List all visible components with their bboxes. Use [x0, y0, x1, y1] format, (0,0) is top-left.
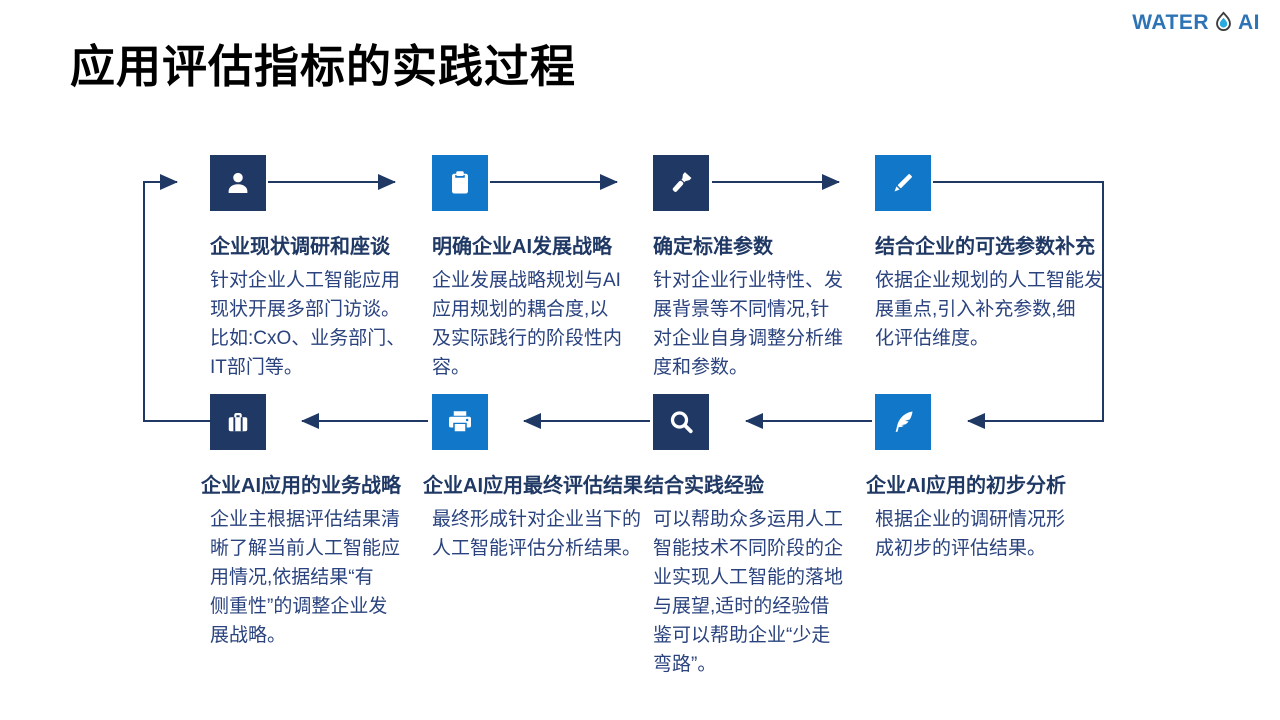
step-desc: 可以帮助众多运用人工 智能技术不同阶段的企 业实现人工智能的落地 与展望,适时的… — [653, 509, 844, 675]
water-drop-icon — [1216, 11, 1231, 32]
logo-water-text: WATER — [1132, 10, 1209, 34]
clipboard-icon — [432, 155, 488, 211]
step-desc: 最终形成针对企业当下的 人工智能评估分析结果。 — [432, 509, 642, 559]
pencil-icon — [875, 155, 931, 211]
step-survey: 企业现状调研和座谈 针对企业人工智能应用 现状开展多部门访谈。 比如:CxO、业… — [210, 155, 418, 382]
briefcase-icon — [210, 394, 266, 450]
step-title: 结合实践经验 — [644, 475, 764, 497]
step-title: 企业AI应用的业务战略 — [201, 475, 401, 497]
arrow-loop-back — [143, 174, 211, 422]
page-title: 应用评估指标的实践过程 — [70, 41, 577, 92]
step-desc: 根据企业的调研情况形 成初步的评估结果。 — [875, 509, 1066, 559]
step-title: 明确企业AI发展战略 — [432, 236, 612, 258]
step-title: 企业AI应用最终评估结果 — [423, 475, 643, 497]
printer-icon — [432, 394, 488, 450]
step-title: 确定标准参数 — [653, 236, 773, 258]
step-title: 结合企业的可选参数补充 — [875, 236, 1095, 258]
step-desc: 企业发展战略规划与AI 应用规划的耦合度,以 及实际践行的阶段性内 容。 — [432, 270, 623, 378]
step-title: 企业现状调研和座谈 — [210, 236, 390, 258]
feather-icon — [875, 394, 931, 450]
flashlight-icon — [653, 155, 709, 211]
logo-ai-text: AI — [1238, 10, 1260, 34]
brand-logo: WATER AI — [1132, 10, 1260, 35]
step-desc: 针对企业行业特性、发 展背景等不同情况,针 对企业自身调整分析维 度和参数。 — [653, 270, 844, 378]
step-business-strategy: 企业AI应用的业务战略 企业主根据评估结果清 晰了解当前人工智能应 用情况,依据… — [201, 394, 418, 650]
step-standard-params: 确定标准参数 针对企业行业特性、发 展背景等不同情况,针 对企业自身调整分析维 … — [653, 155, 868, 382]
step-desc: 企业主根据评估结果清 晰了解当前人工智能应 用情况,依据结果“有 侧重性”的调整… — [210, 509, 401, 646]
step-desc: 依据企业规划的人工智能发 展重点,引入补充参数,细 化评估维度。 — [875, 270, 1104, 349]
step-preliminary-analysis: 企业AI应用的初步分析 根据企业的调研情况形 成初步的评估结果。 — [866, 394, 1125, 563]
step-title: 企业AI应用的初步分析 — [866, 475, 1066, 497]
user-icon — [210, 155, 266, 211]
step-ai-strategy: 明确企业AI发展战略 企业发展战略规划与AI 应用规划的耦合度,以 及实际践行的… — [432, 155, 662, 382]
step-final-result: 企业AI应用最终评估结果 最终形成针对企业当下的 人工智能评估分析结果。 — [423, 394, 662, 563]
step-desc: 针对企业人工智能应用 现状开展多部门访谈。 比如:CxO、业务部门、 IT部门等… — [210, 270, 406, 378]
search-icon — [653, 394, 709, 450]
step-optional-params: 结合企业的可选参数补充 依据企业规划的人工智能发 展重点,引入补充参数,细 化评… — [875, 155, 1125, 353]
step-practice-experience: 结合实践经验 可以帮助众多运用人工 智能技术不同阶段的企 业实现人工智能的落地 … — [644, 394, 868, 679]
